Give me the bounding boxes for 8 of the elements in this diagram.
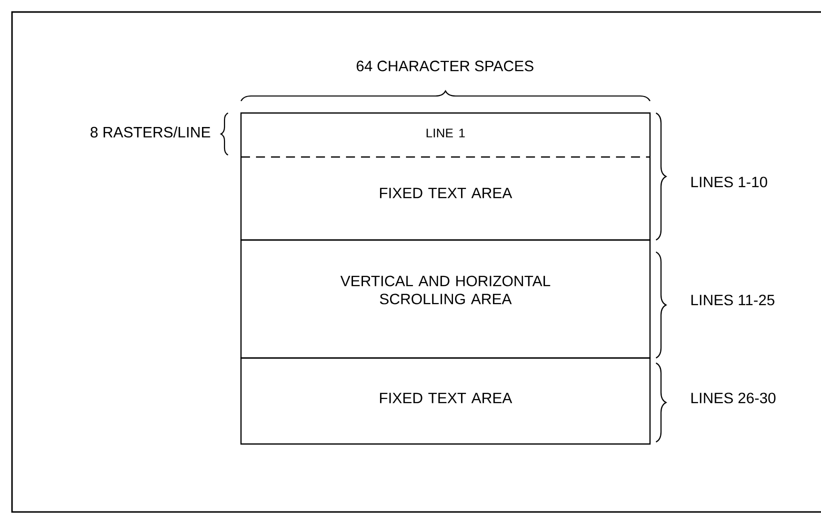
screen-area-band: FIXED TEXT AREA — [240, 357, 651, 445]
dimension-label: LINES 1-10 — [691, 176, 768, 188]
dimension-label: 8 RASTERS/LINE — [90, 126, 210, 138]
dimension-label: LINES 26-30 — [691, 392, 776, 404]
screen-area-band: LINE 1 FIXED TEXT AREA — [240, 112, 651, 241]
dimension-label: LINES 11-25 — [691, 294, 774, 306]
screen-area-band: VERTICAL AND HORIZONTAL SCROLLING AREA — [240, 239, 651, 359]
dimension-label: 64 CHARACTER SPACES — [356, 60, 534, 72]
